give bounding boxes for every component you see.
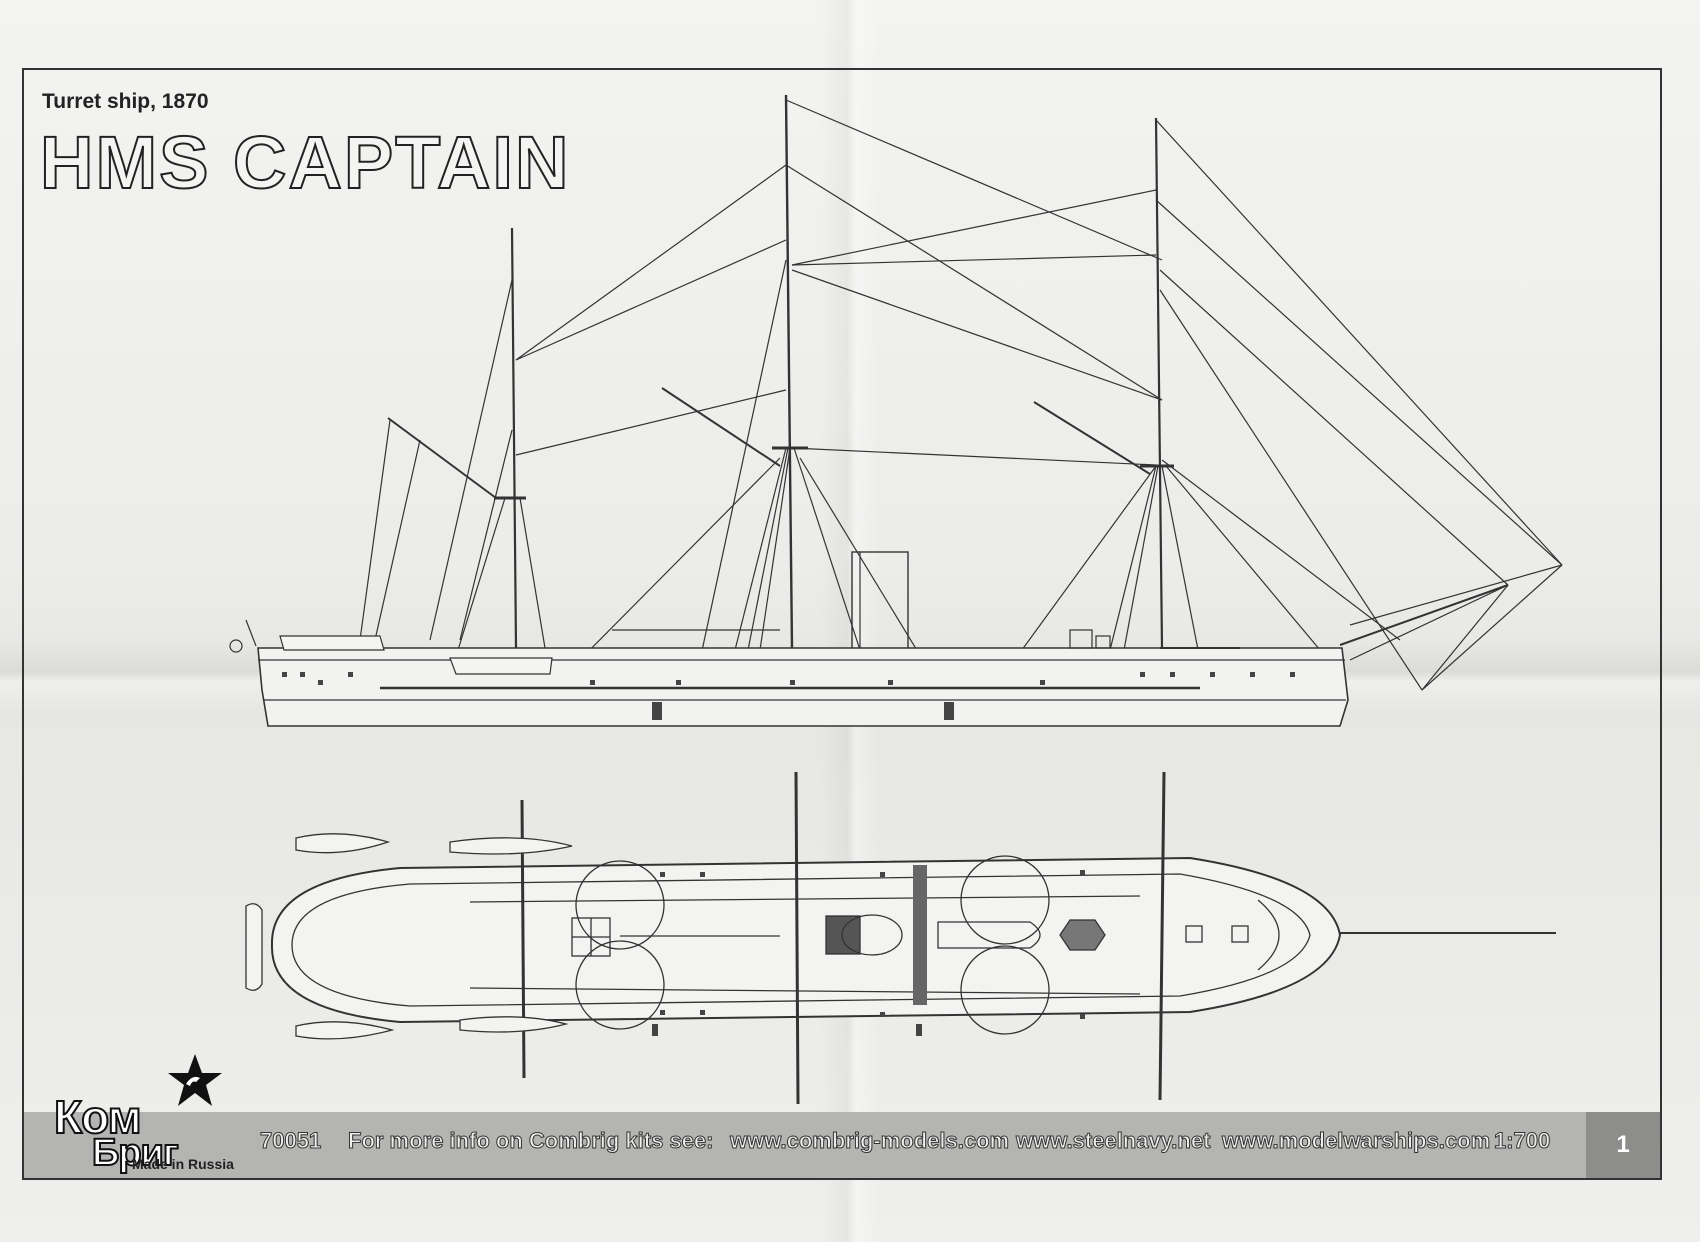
footer-band [24, 1112, 1660, 1178]
logo-line-2: Бриг [91, 1131, 180, 1175]
kit-number: 70051 [259, 1128, 322, 1154]
mizzenmast [1154, 117, 1164, 649]
mainmast [784, 94, 794, 649]
page-number: 1 [1586, 1112, 1660, 1178]
link-steelnavy[interactable]: www.steelnavy.net [1015, 1128, 1211, 1154]
star-icon [168, 1054, 222, 1106]
logo-line-1: Ком [53, 1090, 143, 1144]
scale-label: 1:700 [1493, 1128, 1551, 1154]
ship-name-title: HMS CAPTAIN [39, 120, 571, 205]
link-modelwarships[interactable]: www.modelwarships.com [1221, 1128, 1491, 1154]
combrig-logo: Ком Бриг Made in Russia [53, 1052, 244, 1175]
ship-type-subtitle: Turret ship, 1870 [42, 90, 209, 113]
link-combrig[interactable]: www.combrig-models.com [729, 1128, 1010, 1154]
made-in-label: Made in Russia [132, 1156, 234, 1172]
info-label: For more info on Combrig kits see: [347, 1128, 714, 1154]
drawing-frame [22, 68, 1662, 1180]
foremast [510, 227, 518, 649]
